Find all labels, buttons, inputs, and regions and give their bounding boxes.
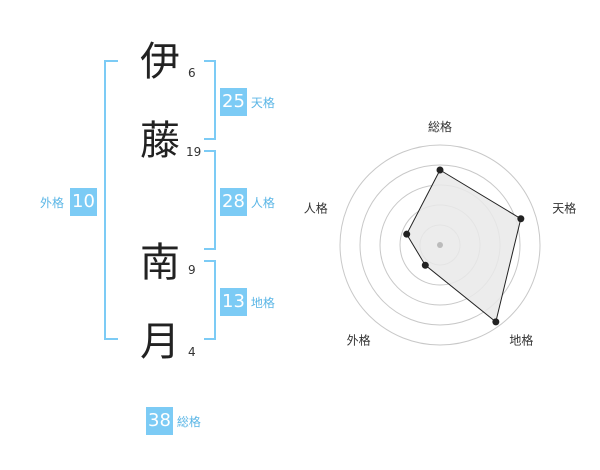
jinkaku-badge: 28 人格 [220,188,275,216]
radar-point-総格 [436,166,444,174]
radar-grid-ring-4 [359,164,521,326]
stroke-count-3: 9 [188,263,196,277]
jinkaku-label: 人格 [250,195,275,210]
radar-point-人格 [403,230,411,238]
jinkaku-value: 28 [220,188,247,216]
tenkaku-value: 25 [220,88,247,116]
chikaku-value: 13 [220,288,247,316]
stroke-count-2: 19 [186,145,202,159]
radar-axis-label: 天格 [552,201,576,216]
radar-point-外格 [421,261,429,269]
name-char-1: 伊 [140,39,180,85]
name-char-4: 月 [140,319,180,365]
name-char-3: 南 [140,240,180,286]
name-char-2: 藤 [140,118,180,164]
gaikaku-value: 10 [70,188,97,216]
radar-axis-label: 外格 [347,333,371,348]
jinkaku-bracket [204,150,216,250]
radar-point-地格 [492,318,500,326]
gaikaku-label: 外格 [40,195,65,210]
soukaku-badge: 38 総格 [146,407,201,435]
radar-axis-label: 地格 [509,333,533,348]
tenkaku-label: 天格 [250,95,275,110]
chikaku-bracket [204,260,216,340]
radar-polygon [406,169,522,323]
soukaku-value: 38 [146,407,173,435]
chikaku-label: 地格 [250,295,275,310]
tenkaku-bracket [204,60,216,140]
radar-center-dot [437,242,443,248]
stroke-count-4: 4 [188,345,196,359]
soukaku-label: 総格 [176,414,201,429]
radar-axis-label: 人格 [304,201,328,216]
radar-axis-label: 総格 [428,119,452,134]
radar-point-天格 [517,215,525,223]
tenkaku-badge: 25 天格 [220,88,275,116]
stroke-count-1: 6 [188,66,196,80]
radar-points [403,166,525,326]
chikaku-badge: 13 地格 [220,288,275,316]
radar-grid-ring-5 [339,144,541,346]
gaikaku-badge: 外格 10 [40,188,97,216]
gaikaku-bracket [104,60,118,340]
